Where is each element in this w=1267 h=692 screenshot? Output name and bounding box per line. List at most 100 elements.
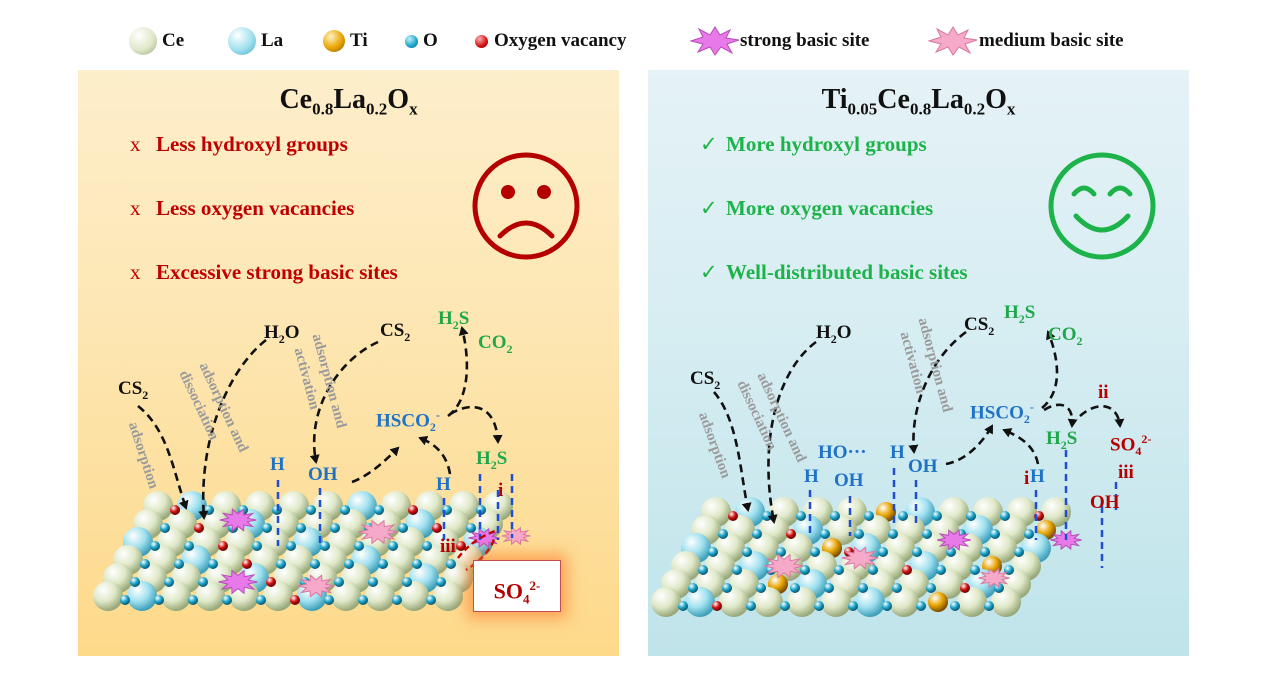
o-atom [1000, 511, 1010, 521]
right-feature-2: ✓More oxygen vacancies [700, 196, 934, 220]
ce-atom [991, 587, 1021, 617]
strong-basic-site [936, 529, 972, 551]
reaction-arrow [418, 435, 452, 475]
right-so4-label: SO42- [1110, 432, 1152, 459]
right-ho-dots-label: HO··· [818, 442, 867, 463]
o-atom [810, 547, 820, 557]
oxygen-vacancy [902, 565, 912, 575]
legend-ce-label: Ce [162, 30, 185, 51]
o-atom [1014, 547, 1024, 557]
right-h-bridge-label: H [890, 442, 905, 463]
o-atom [252, 541, 262, 551]
o-atom [150, 541, 160, 551]
right-h2s-surface-label: H2S [1046, 428, 1078, 452]
o-atom [742, 547, 752, 557]
left-step-iii-label: iii [440, 536, 456, 557]
la-atom [127, 581, 157, 611]
ce-atom [161, 581, 191, 611]
o-atom [868, 565, 878, 575]
legend-o-label: O [423, 30, 438, 51]
ce-atom [987, 533, 1017, 563]
right-hsco2-label: HSCO2- [970, 400, 1034, 427]
ce-atom [331, 581, 361, 611]
strong-basic-site-icon [690, 26, 740, 56]
right-cs2-top-label: CS2 [964, 314, 995, 338]
o-atom [120, 595, 130, 605]
oxygen-vacancy [728, 511, 738, 521]
o-atom [374, 505, 384, 515]
o-atom [864, 511, 874, 521]
left-co2-product-label: CO2 [478, 332, 513, 356]
oxygen-vacancy-icon [475, 35, 488, 48]
ti-atom [928, 592, 948, 612]
left-h-label-1: H [270, 454, 285, 475]
o-atom [990, 529, 1000, 539]
o-atom [926, 583, 936, 593]
o-atom [426, 595, 436, 605]
right-h2s-product-label: H2S [1004, 302, 1036, 326]
o-atom [858, 583, 868, 593]
ce-atom [957, 587, 987, 617]
o-atom [340, 505, 350, 515]
o-atom [814, 601, 824, 611]
happy-face-icon [1048, 152, 1156, 260]
ce-atom [365, 581, 395, 611]
o-atom [708, 547, 718, 557]
sulfation-arrow [457, 528, 499, 559]
o-atom [898, 511, 908, 521]
o-atom [854, 529, 864, 539]
oxygen-vacancy [456, 541, 466, 551]
o-atom [466, 523, 476, 533]
o-atom [276, 559, 286, 569]
ce-atom [821, 587, 851, 617]
o-atom [762, 511, 772, 521]
oxygen-vacancy [194, 523, 204, 533]
o-atom [984, 601, 994, 611]
ce-atom [1041, 497, 1071, 527]
medium-basic-site [297, 574, 335, 598]
reaction-arrow [351, 446, 400, 484]
o-atom [344, 559, 354, 569]
medium-basic-site-icon [928, 26, 978, 56]
ti-atom-icon [323, 30, 345, 52]
atom-lattice [651, 497, 1071, 617]
legend-strong-label: strong basic site [740, 30, 870, 51]
o-atom [412, 559, 422, 569]
o-atom [398, 523, 408, 533]
ce-atom [195, 581, 225, 611]
legend-la-label: La [261, 30, 284, 51]
reaction-arrow [449, 405, 503, 444]
o-atom [848, 601, 858, 611]
ce-atom [933, 569, 963, 599]
left-cs2-top-label: CS2 [380, 320, 411, 344]
ce-atom [399, 581, 429, 611]
o-atom [446, 559, 456, 569]
o-atom [358, 595, 368, 605]
o-atom [796, 511, 806, 521]
o-atom [330, 523, 340, 533]
right-feature-3: ✓Well-distributed basic sites [700, 260, 968, 284]
o-atom [422, 541, 432, 551]
medium-basic-site [978, 567, 1010, 589]
right-feature-1: ✓More hydroxyl groups [700, 132, 927, 156]
reaction-arrow [1041, 330, 1059, 410]
o-atom [436, 577, 446, 587]
reaction-arrow [1079, 405, 1125, 428]
left-cs2-label: CS2 [118, 378, 149, 402]
o-atom [378, 559, 388, 569]
o-atom [310, 559, 320, 569]
right-h2o-label: H2O [816, 322, 852, 346]
o-atom [922, 529, 932, 539]
o-atom [732, 565, 742, 575]
oxygen-vacancy [786, 529, 796, 539]
o-atom [174, 559, 184, 569]
o-atom [184, 541, 194, 551]
medium-basic-site [764, 553, 804, 579]
left-h2o-label: H2O [264, 322, 300, 346]
o-atom [834, 565, 844, 575]
o-atom [392, 595, 402, 605]
ce-atom [753, 587, 783, 617]
